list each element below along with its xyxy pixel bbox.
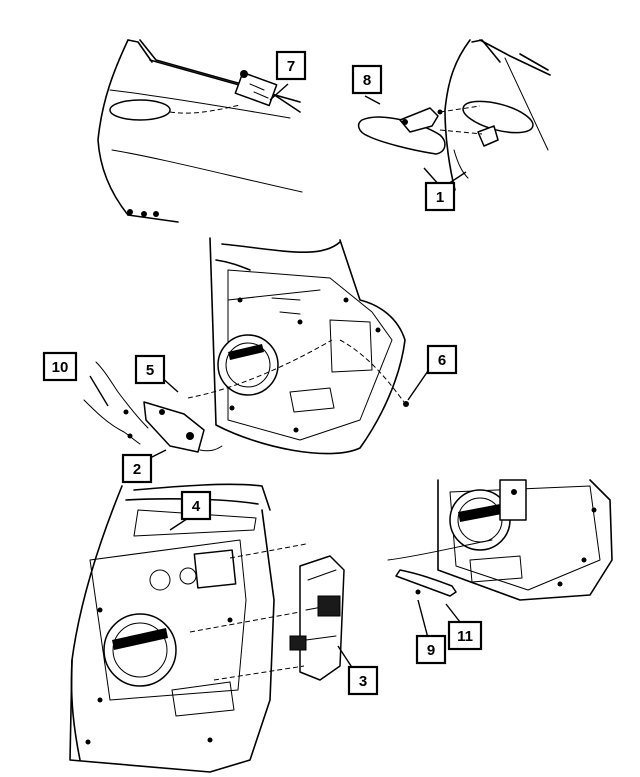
callout-label-8: 8 bbox=[363, 72, 371, 89]
door-handle-outline bbox=[109, 99, 171, 121]
door-inner-panel-view-center bbox=[83, 237, 409, 455]
callout-label-7: 7 bbox=[287, 58, 295, 75]
callout-label-9: 9 bbox=[427, 642, 435, 659]
rear-door-detail-view-bottom-right bbox=[387, 479, 613, 601]
callout-11: 11 bbox=[447, 620, 483, 651]
callout-4: 4 bbox=[180, 490, 212, 521]
callout-label-10: 10 bbox=[52, 359, 69, 376]
callout-5: 5 bbox=[134, 354, 166, 385]
link-rod bbox=[395, 569, 457, 597]
callout-label-5: 5 bbox=[146, 362, 154, 379]
callout-10: 10 bbox=[42, 351, 78, 382]
callout-1: 1 bbox=[424, 181, 456, 212]
handle-assembly-view-top-right bbox=[357, 39, 551, 191]
callout-7: 7 bbox=[275, 50, 307, 81]
callout-label-4: 4 bbox=[192, 498, 201, 515]
callout-6: 6 bbox=[426, 344, 458, 375]
callout-label-3: 3 bbox=[359, 673, 367, 690]
callout-3: 3 bbox=[347, 665, 379, 696]
door-exterior-view-top-left bbox=[97, 39, 303, 223]
callout-9: 9 bbox=[415, 634, 447, 665]
latch-bracket bbox=[234, 71, 278, 107]
speaker-opening-lower bbox=[103, 613, 177, 687]
exterior-handle-bezel bbox=[462, 100, 534, 134]
callout-label-11: 11 bbox=[457, 628, 473, 645]
window-regulator bbox=[299, 555, 345, 681]
callout-label-2: 2 bbox=[133, 461, 141, 478]
callout-8: 8 bbox=[351, 64, 383, 95]
door-glass-regulator-view-bottom-left bbox=[69, 483, 345, 773]
callout-2: 2 bbox=[121, 453, 153, 484]
callout-label-6: 6 bbox=[438, 352, 446, 369]
door-latch bbox=[143, 401, 205, 453]
callout-label-1: 1 bbox=[436, 189, 444, 206]
speaker-opening bbox=[217, 334, 279, 396]
